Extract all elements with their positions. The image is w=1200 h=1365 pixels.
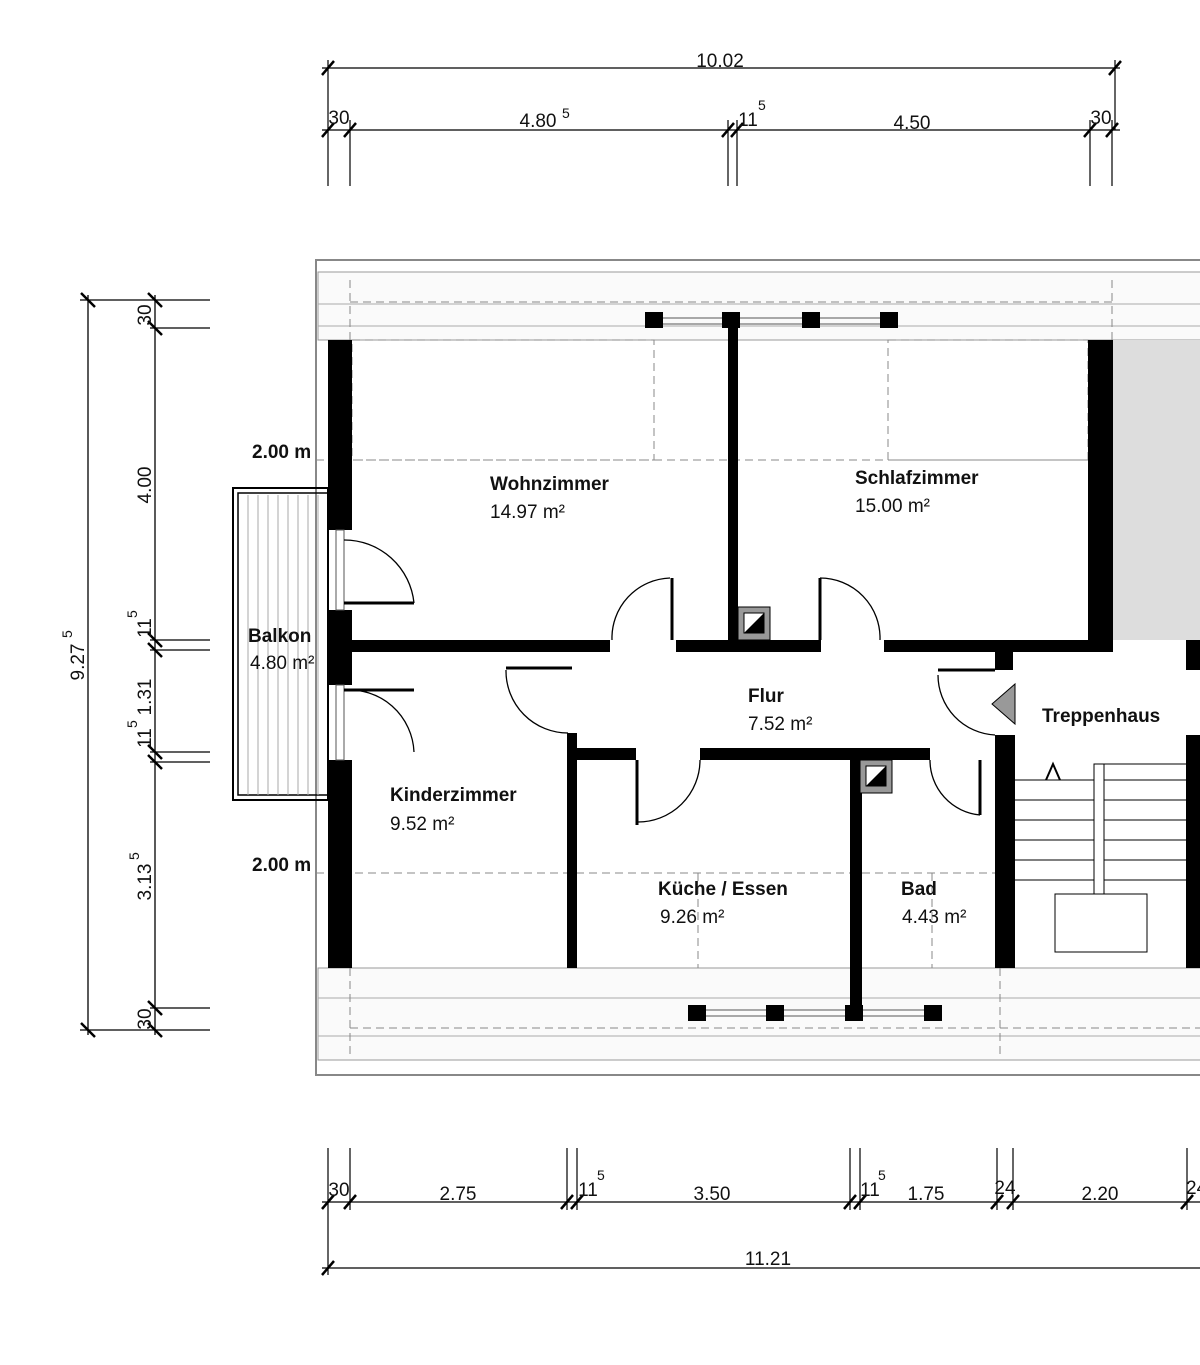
- dim-left: 4.00: [135, 467, 156, 504]
- height-mark: 2.00 m: [252, 855, 311, 876]
- dim-bottom: 2.20: [1082, 1184, 1119, 1205]
- dim-bottom: 24: [994, 1178, 1016, 1199]
- room-name: Wohnzimmer: [490, 474, 610, 495]
- dim-left-sup: 5: [126, 852, 142, 860]
- room-treppenhaus: Treppenhaus: [1042, 706, 1160, 727]
- dim-left: 11: [135, 728, 156, 748]
- room-area: 9.26 m²: [660, 907, 724, 928]
- dim-top-sup: 5: [562, 105, 570, 121]
- dim-bottom: 11: [860, 1180, 880, 1201]
- room-wohnzimmer: Wohnzimmer 14.97 m²: [490, 474, 610, 523]
- room-name: Balkon: [248, 626, 311, 647]
- height-mark: 2.00 m: [252, 442, 311, 463]
- left-dimension-chain: 9.27 5 30 4.00 115 1.31 115 3.135 30: [59, 292, 210, 1038]
- room-balkon: Balkon 4.80 m²: [248, 626, 314, 674]
- dim-left: 1.31: [135, 679, 156, 716]
- room-kinderzimmer: Kinderzimmer 9.52 m²: [390, 785, 517, 835]
- top-dimension-chain: 10.02 30 4.80 5 11 5 4.50 30: [321, 51, 1122, 186]
- room-area: 14.97 m²: [490, 502, 565, 523]
- dim-top: 11: [738, 110, 758, 131]
- dim-left-total-sup: 5: [59, 630, 75, 638]
- dim-bottom: 3.50: [694, 1184, 731, 1205]
- dim-bottom: 24: [1186, 1178, 1200, 1199]
- room-schlafzimmer: Schlafzimmer 15.00 m²: [855, 468, 979, 517]
- room-flur: Flur 7.52 m²: [748, 686, 812, 735]
- room-name: Kinderzimmer: [390, 785, 517, 806]
- dim-left-sup: 5: [124, 610, 140, 618]
- dim-left: 30: [135, 304, 156, 325]
- dim-top-total: 10.02: [696, 51, 744, 72]
- staircase: [991, 682, 1186, 953]
- chimney-icon: [859, 759, 893, 794]
- dim-bottom: 1.75: [908, 1184, 945, 1205]
- dim-left: 11: [135, 618, 156, 638]
- building: [232, 259, 1200, 1076]
- dim-bottom-sup: 5: [597, 1167, 605, 1183]
- room-bad: Bad 4.43 m²: [901, 879, 966, 928]
- dim-bottom-total: 11.21: [745, 1249, 791, 1270]
- room-name: Flur: [748, 686, 784, 707]
- windows: [335, 312, 942, 1021]
- dim-left-total: 9.27: [68, 644, 89, 681]
- room-area: 4.80 m²: [250, 653, 314, 674]
- room-name: Bad: [901, 879, 937, 900]
- dim-top: 30: [1090, 108, 1111, 129]
- door-swings: [343, 539, 996, 825]
- dim-bottom: 2.75: [440, 1184, 477, 1205]
- dim-left-sup: 5: [124, 720, 140, 728]
- chimney-icon: [737, 606, 771, 641]
- roof-tiles-bottom: [317, 967, 1200, 1061]
- dim-top: 4.50: [894, 113, 931, 134]
- dim-top-sup: 5: [758, 97, 766, 113]
- dim-bottom-sup: 5: [878, 1167, 886, 1183]
- room-name: Treppenhaus: [1042, 706, 1160, 727]
- room-area: 7.52 m²: [748, 714, 812, 735]
- dim-left: 30: [135, 1008, 156, 1029]
- room-area: 4.43 m²: [902, 907, 966, 928]
- room-name: Küche / Essen: [658, 879, 788, 900]
- balcony: [232, 487, 329, 801]
- room-kueche-essen: Küche / Essen 9.26 m²: [658, 879, 788, 928]
- dim-top: 4.80: [520, 111, 557, 132]
- dim-bottom: 30: [328, 1180, 349, 1201]
- dim-left: 3.13: [135, 864, 156, 901]
- room-area: 15.00 m²: [855, 496, 930, 517]
- roof-tiles-top: [317, 271, 1200, 341]
- dim-top: 30: [328, 108, 349, 129]
- bottom-dimension-chain: 30 2.75 11 5 3.50 11 5 1.75 24 2.20 24 1…: [321, 1148, 1200, 1276]
- room-area: 9.52 m²: [390, 814, 454, 835]
- dim-bottom: 11: [578, 1180, 598, 1201]
- room-name: Schlafzimmer: [855, 468, 979, 489]
